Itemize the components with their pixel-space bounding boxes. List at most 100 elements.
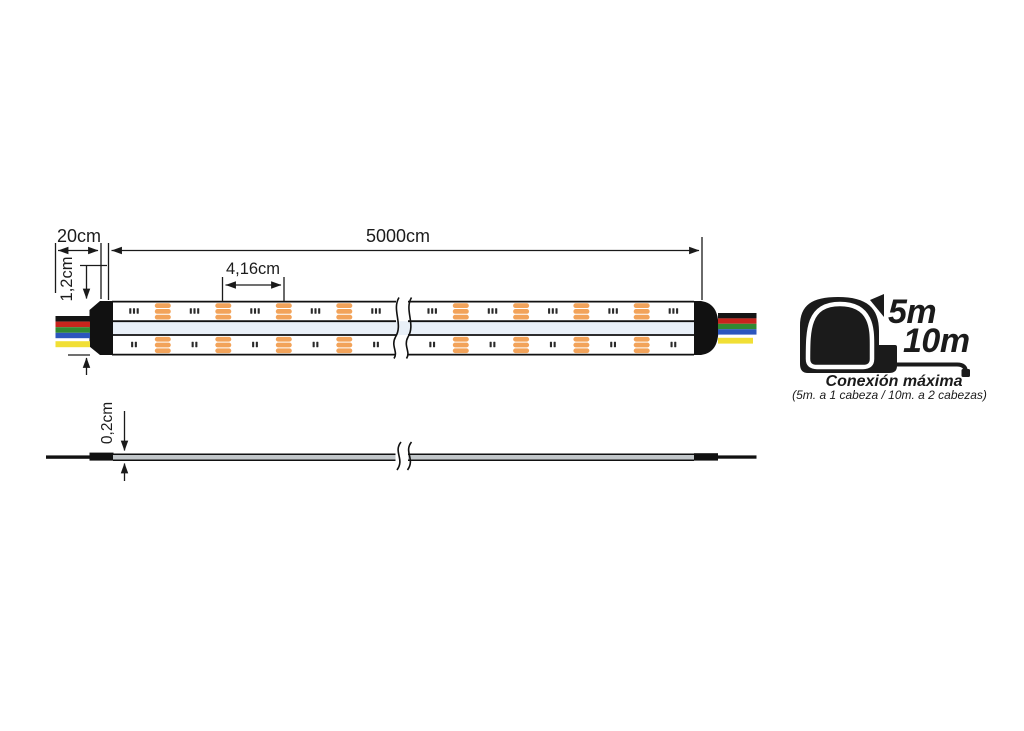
led-chip: [154, 348, 171, 354]
contact-dot: [257, 308, 260, 314]
led-chip: [275, 309, 292, 314]
wire-black: [55, 316, 90, 322]
led-chip: [215, 314, 232, 320]
led-chip: [573, 309, 590, 314]
led-chip: [573, 303, 590, 308]
tape-measure-icon: [800, 294, 970, 377]
led-chip: [275, 314, 292, 320]
strip-borders: [112, 300, 694, 356]
led-chip: [154, 303, 171, 308]
contact-dot: [374, 308, 378, 314]
wire-yellow: [718, 337, 753, 344]
tape-label-5m: 5m: [888, 293, 937, 331]
contact-dot: [193, 308, 196, 314]
contact-dot: [129, 308, 132, 314]
break-symbol-top-view: [392, 297, 413, 359]
led-chip: [154, 336, 171, 342]
led-chip: [215, 336, 232, 342]
contact-dot: [252, 341, 255, 348]
led-segments: [129, 303, 679, 354]
contact-dot: [672, 308, 675, 314]
led-chip: [215, 348, 232, 354]
contact-dot: [549, 341, 552, 348]
led-chip: [452, 348, 469, 354]
tape-label-10m: 10m: [903, 322, 970, 360]
connector-left: [89, 301, 113, 355]
dim-label-1-2cm: 1,2cm: [58, 256, 76, 302]
contact-dot: [376, 341, 379, 348]
contact-dot: [429, 341, 432, 348]
led-chip: [513, 309, 530, 314]
contact-dot: [431, 308, 434, 314]
contact-dot: [191, 341, 194, 348]
led-chip: [452, 303, 469, 308]
wire-red: [718, 318, 757, 324]
wires-left: [55, 316, 90, 348]
contact-dot: [312, 341, 315, 348]
wire-blue: [55, 332, 90, 339]
contact-dot: [197, 308, 200, 314]
wire-black: [718, 313, 757, 319]
led-chip: [275, 348, 292, 354]
led-chip: [336, 336, 353, 342]
contact-dot: [378, 308, 381, 314]
dim-label-4-16cm: 4,16cm: [225, 260, 281, 278]
contact-dot: [132, 308, 136, 314]
led-chip: [573, 314, 590, 320]
dimension-lines-top: [54, 237, 703, 375]
break-symbol-side-view: [396, 441, 413, 471]
contact-dot: [608, 308, 611, 314]
wire-yellow: [55, 341, 90, 348]
led-chip: [154, 309, 171, 314]
led-chip: [573, 336, 590, 342]
contact-dot: [250, 308, 253, 314]
led-chip: [513, 336, 530, 342]
contact-dot: [610, 341, 613, 348]
contact-dot: [676, 308, 679, 314]
led-chip: [452, 342, 469, 348]
contact-dot: [489, 341, 492, 348]
side-wire-right: [717, 455, 757, 459]
led-chip: [336, 342, 353, 348]
contact-dot: [613, 341, 616, 348]
contact-dot: [136, 308, 139, 314]
led-chip: [513, 348, 530, 354]
contact-dot: [314, 308, 317, 314]
contact-dot: [318, 308, 321, 314]
strip-middle-band: [112, 321, 694, 335]
led-chip: [336, 303, 353, 308]
contact-dot: [487, 308, 490, 314]
contact-dot: [551, 308, 554, 314]
led-chip: [633, 348, 650, 354]
contact-dot: [548, 308, 551, 314]
tape-body-ring: [805, 301, 875, 370]
led-chip: [513, 303, 530, 308]
led-chip: [154, 342, 171, 348]
wires-right: [718, 313, 757, 344]
wire-blue: [718, 329, 757, 335]
contact-dot: [255, 341, 258, 348]
led-chip: [452, 314, 469, 320]
contact-dot: [189, 308, 192, 314]
contact-dot: [316, 341, 319, 348]
led-chip: [573, 342, 590, 348]
contact-dot: [131, 341, 134, 348]
led-chip: [633, 342, 650, 348]
led-chip: [633, 314, 650, 320]
strip-side-view: [46, 411, 757, 481]
contact-dot: [555, 308, 558, 314]
contact-dot: [615, 308, 618, 314]
side-wire-left: [46, 455, 91, 459]
contact-dot: [495, 308, 498, 314]
tape-clip: [870, 294, 884, 317]
contact-dot: [674, 341, 677, 348]
led-chip: [452, 309, 469, 314]
led-chip: [336, 314, 353, 320]
led-chip: [275, 336, 292, 342]
contact-dot: [310, 308, 313, 314]
contact-dot: [493, 341, 496, 348]
led-chip: [633, 303, 650, 308]
side-connector-right: [694, 453, 718, 461]
dim-label-20cm: 20cm: [57, 226, 102, 246]
contact-dot: [491, 308, 494, 314]
